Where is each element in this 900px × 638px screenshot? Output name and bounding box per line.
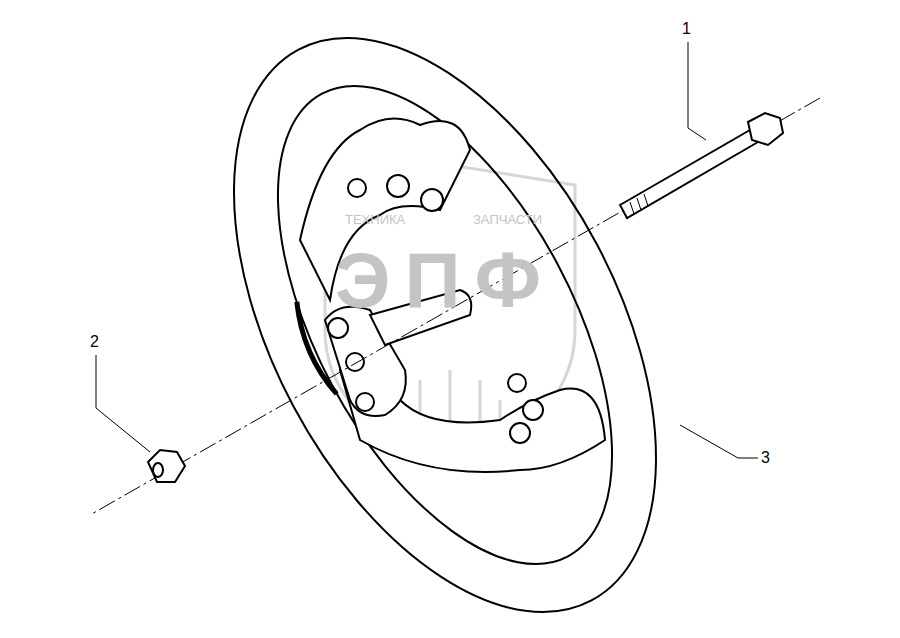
top-hole xyxy=(387,175,409,197)
bottom-hole xyxy=(508,374,526,392)
bolt-shank xyxy=(620,130,758,218)
wheel-rim-outer xyxy=(147,0,744,638)
hub-hole xyxy=(328,318,348,338)
callout-number: 2 xyxy=(90,333,99,351)
callout-number: 3 xyxy=(761,449,770,467)
hub-hole xyxy=(356,393,374,411)
spokes xyxy=(300,119,605,472)
top-hole xyxy=(421,189,443,211)
bottom-hole xyxy=(523,400,543,420)
leader-2 xyxy=(96,355,150,452)
leader-3 xyxy=(680,425,758,458)
top-hole xyxy=(348,179,366,197)
nut-hole xyxy=(153,463,163,477)
watermark-logo: ЭПФ xyxy=(335,240,555,320)
nut xyxy=(148,450,185,482)
wheel-rim-inner xyxy=(209,34,681,617)
bolt-thread xyxy=(630,194,648,214)
nut-body xyxy=(148,450,185,482)
watermark-text: ЗАПЧАСТИ xyxy=(473,212,542,227)
bolt-head xyxy=(748,113,783,145)
wheel xyxy=(147,0,744,638)
callout-number: 1 xyxy=(682,20,691,38)
bottom-hole xyxy=(510,423,530,443)
bolt xyxy=(620,113,783,218)
hub-hole xyxy=(346,353,364,371)
leader-1 xyxy=(688,42,706,140)
watermark-text: ТЕХНИКА xyxy=(345,212,405,227)
leader-lines xyxy=(96,42,758,458)
axis-line xyxy=(90,98,820,515)
